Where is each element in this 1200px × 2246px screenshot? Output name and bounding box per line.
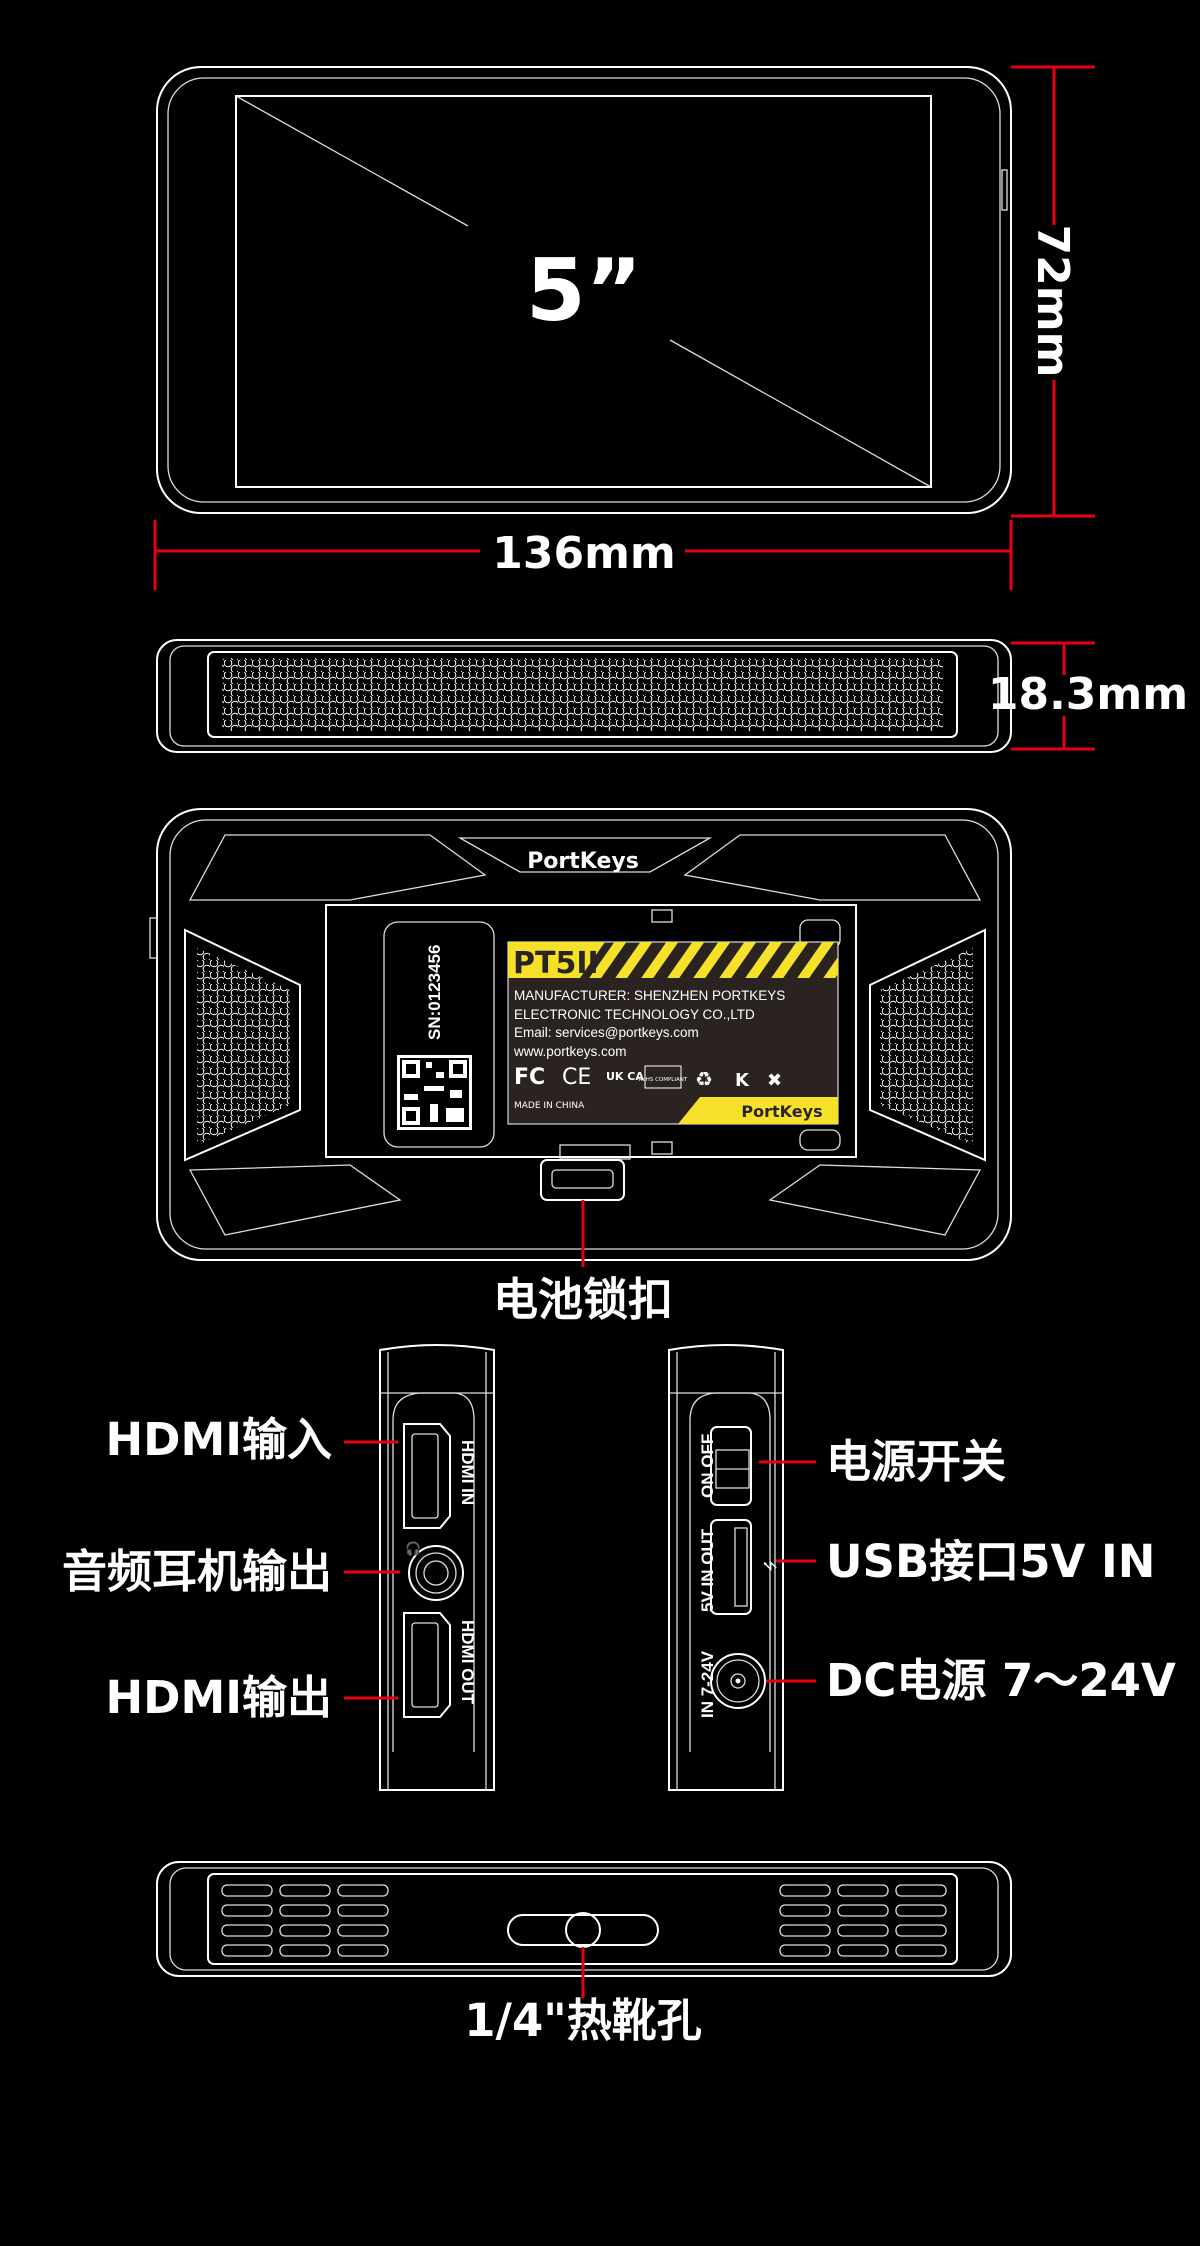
label-brand-logo: PortKeys bbox=[741, 1102, 822, 1121]
rohs-mark: RoHS COMPLIANT bbox=[639, 1077, 688, 1083]
usb-port-label: 5V IN OUT bbox=[698, 1528, 717, 1612]
back-view: PortKeys SN:0123456 PT5II bbox=[149, 808, 1012, 1326]
hdmi-out-port-label: HDMI OUT bbox=[458, 1620, 477, 1705]
top-view: 18.3mm bbox=[156, 639, 1188, 753]
tripod-mount-hole bbox=[565, 1912, 601, 1948]
hdmi-in-port bbox=[403, 1423, 451, 1529]
battery-latch-callout: 电池锁扣 bbox=[493, 1273, 673, 1326]
usb-port bbox=[710, 1519, 752, 1615]
label-made-in: MADE IN CHINA bbox=[514, 1101, 585, 1111]
ukca-mark: UK CA bbox=[606, 1070, 644, 1083]
qr-code bbox=[397, 1055, 472, 1130]
hdmi-in-port-label: HDMI IN bbox=[458, 1440, 477, 1505]
fcc-mark: FC bbox=[514, 1065, 545, 1090]
label-model: PT5II bbox=[513, 946, 599, 981]
screen-size-label: 5” bbox=[526, 241, 642, 341]
dc-power-callout: DC电源 7～24V bbox=[826, 1654, 1176, 1707]
left-side-view: HDMI IN 🎧 HDMI OUT HDMI输入 音频耳机输出 HDMI输出 bbox=[62, 1344, 495, 1791]
bottom-view: 1/4"热靴孔 bbox=[156, 1861, 1012, 2047]
portkeys-logo: PortKeys bbox=[527, 849, 639, 874]
width-dimension: 136mm bbox=[492, 528, 676, 579]
dc-jack-label: IN 7-24V bbox=[698, 1650, 717, 1718]
label-manufacturer: MANUFACTURER: SHENZHEN PORTKEYS bbox=[514, 988, 785, 1003]
left-bottom-vents bbox=[221, 1884, 389, 1957]
front-view: 5” 72mm 136mm bbox=[153, 65, 1095, 590]
power-switch[interactable] bbox=[710, 1426, 752, 1506]
label-company: ELECTRONIC TECHNOLOGY CO.,LTD bbox=[514, 1007, 755, 1022]
usb-icon: ⭍ bbox=[761, 1560, 777, 1572]
hdmi-out-callout: HDMI输出 bbox=[105, 1671, 332, 1724]
serial-number: SN:0123456 bbox=[425, 945, 444, 1040]
right-vent bbox=[880, 948, 973, 1145]
right-side-view: ON OFF 5V IN OUT ⭍ IN 7-24V 电源开关 USB接口5V… bbox=[668, 1344, 1176, 1791]
weee-bin-icon: ✖ bbox=[767, 1070, 782, 1091]
power-switch-label: ON OFF bbox=[698, 1434, 717, 1498]
headphone-icon: 🎧 bbox=[405, 1541, 421, 1557]
headphone-callout: 音频耳机输出 bbox=[62, 1545, 332, 1598]
top-vent-grille bbox=[222, 658, 943, 731]
tripod-hole-callout: 1/4"热靴孔 bbox=[464, 1994, 702, 2047]
thickness-dimension: 18.3mm bbox=[988, 669, 1188, 720]
power-switch-callout: 电源开关 bbox=[826, 1435, 1006, 1488]
ce-mark: CE bbox=[562, 1065, 591, 1090]
height-dimension: 72mm bbox=[1027, 225, 1078, 378]
hdmi-out-port bbox=[403, 1612, 451, 1718]
hdmi-in-callout: HDMI输入 bbox=[105, 1413, 332, 1466]
dc-power-jack bbox=[710, 1653, 766, 1709]
left-vent bbox=[197, 948, 290, 1145]
right-bottom-vents bbox=[779, 1884, 947, 1957]
label-email: Email: services@portkeys.com bbox=[514, 1025, 699, 1040]
recycle-icon: ♻ bbox=[695, 1067, 713, 1091]
label-website: www.portkeys.com bbox=[513, 1044, 627, 1059]
headphone-jack bbox=[408, 1545, 464, 1601]
product-label: PT5II MANUFACTURER: SHENZHEN PORTKEYS EL… bbox=[507, 941, 839, 1125]
kc-icon: K bbox=[735, 1070, 750, 1091]
usb-callout: USB接口5V IN bbox=[826, 1535, 1155, 1588]
